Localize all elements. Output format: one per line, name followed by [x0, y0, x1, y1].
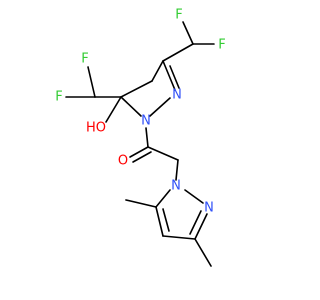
- bond-c5-oh: [105, 96, 122, 123]
- bond-c-o-double: [132, 151, 152, 163]
- molecule-structure: F F F F HO N N O N N: [55, 8, 226, 267]
- bond-n1p-n2p: [184, 189, 204, 204]
- bond-c5p-methyl: [125, 199, 157, 208]
- bond-n1-c5: [120, 96, 142, 117]
- molecule-canvas: F F F F HO N N O N N: [55, 8, 226, 267]
- atom-label-f4: F: [55, 90, 62, 105]
- atom-label-hydroxyl: HO: [86, 121, 106, 136]
- atom-label-n-ring-bottom: N: [141, 114, 151, 129]
- bond-c5-c4: [120, 80, 153, 98]
- bond-c-o: [129, 146, 149, 158]
- bond-co-ch2: [147, 146, 179, 161]
- bond-c3p-c4p: [162, 235, 196, 240]
- atom-label-n-ring-right: N: [172, 88, 182, 103]
- bond-c5p-n1p: [155, 189, 171, 208]
- bond-cf2-f1: [182, 21, 194, 45]
- bond-c4p-c5p-double: [162, 208, 170, 232]
- bond-ch2-n: [175, 159, 179, 181]
- bond-n1-co: [145, 127, 149, 148]
- atom-label-f1: F: [175, 8, 182, 23]
- atom-label-f2: F: [218, 38, 225, 53]
- atom-label-n-pyrazole-1: N: [171, 179, 181, 194]
- bond-c3-n2: [162, 60, 176, 91]
- bond-c3-cf2: [162, 43, 194, 62]
- bond-n2p-c3p-double: [189, 210, 202, 235]
- atom-label-carbonyl-o: O: [118, 154, 128, 169]
- atom-label-f3: F: [81, 52, 88, 67]
- bond-cf-f3: [87, 66, 96, 98]
- bond-c4p-c5p: [155, 206, 164, 237]
- bond-c3p-methyl: [194, 238, 212, 267]
- atom-label-n-pyrazole-2: N: [204, 201, 214, 216]
- bond-n2p-c3p: [194, 213, 208, 240]
- bond-n2-n1: [149, 97, 171, 117]
- bond-c3-n2-double: [169, 65, 180, 89]
- bond-c4-c3: [151, 60, 164, 82]
